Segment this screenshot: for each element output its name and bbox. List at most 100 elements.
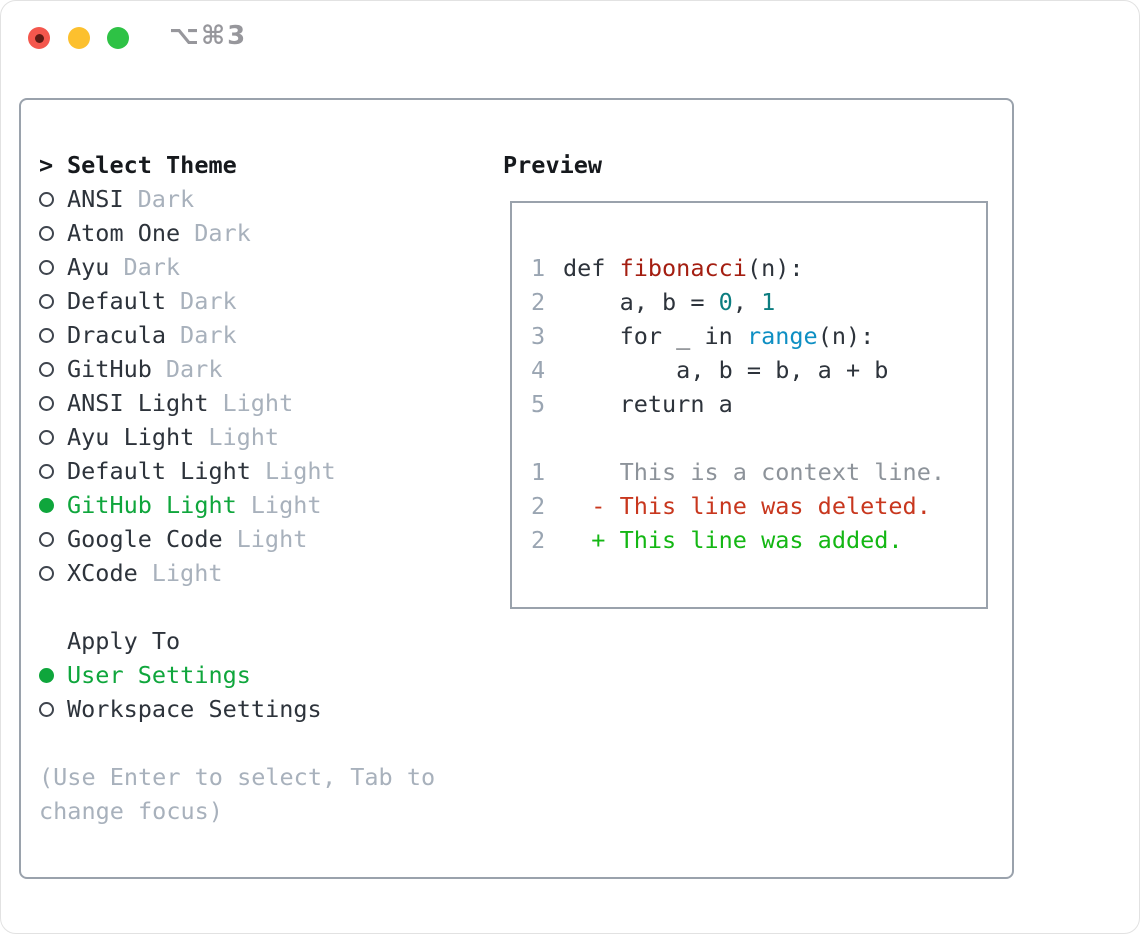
theme-name: GitHub	[67, 355, 152, 383]
theme-option-default-dark[interactable]: Default Dark	[39, 284, 484, 318]
code-token: (n):	[817, 322, 875, 350]
select-theme-header: > Select Theme	[39, 148, 484, 182]
theme-variant-badge: Light	[264, 457, 336, 485]
radio-icon	[39, 463, 54, 479]
theme-option-dracula-dark[interactable]: Dracula Dark	[39, 318, 484, 352]
theme-picker: > Select Theme ANSI Dark Atom One Dark A…	[39, 148, 484, 828]
theme-variant-badge: Light	[222, 389, 294, 417]
prompt-caret-icon: >	[39, 151, 54, 179]
code-line: 5 return a	[531, 387, 986, 421]
code-token: a, b =	[563, 288, 719, 316]
theme-variant-badge: Light	[151, 559, 223, 587]
hint-text: (Use Enter to select, Tab to change focu…	[39, 763, 436, 825]
radio-selected-icon	[39, 667, 54, 683]
theme-name: ANSI	[67, 185, 124, 213]
diff-added-line: 2 + This line was added.	[531, 523, 986, 557]
theme-variant-badge: Dark	[123, 253, 181, 281]
code-line: 2 a, b = 0 , 1	[531, 285, 986, 319]
radio-icon	[39, 701, 54, 717]
theme-name: Google Code	[67, 525, 223, 553]
theme-name: Atom One	[67, 219, 181, 247]
select-theme-title: Select Theme	[67, 151, 237, 179]
close-button[interactable]	[28, 27, 50, 49]
code-token: 1	[761, 288, 776, 316]
code-token: a, b = b, a + b	[563, 356, 889, 384]
theme-variant-badge: Light	[236, 525, 308, 553]
radio-icon	[39, 225, 54, 241]
apply-to-title: Apply To	[67, 627, 181, 655]
theme-variant-badge: Dark	[180, 287, 237, 315]
theme-variant-badge: Dark	[137, 185, 195, 213]
code-token: range	[746, 322, 818, 350]
theme-name: GitHub Light	[67, 491, 237, 519]
radio-icon	[39, 293, 54, 309]
theme-option-github-light[interactable]: GitHub Light Light	[39, 488, 484, 522]
theme-option-ansi-light[interactable]: ANSI Light Light	[39, 386, 484, 420]
theme-variant-badge: Dark	[194, 219, 251, 247]
diff-token: + This line was added.	[563, 526, 903, 554]
diff-context-line: 1 This is a context line.	[531, 455, 986, 489]
radio-icon	[39, 259, 54, 275]
theme-name: Ayu	[67, 253, 110, 281]
theme-variant-badge: Light	[250, 491, 322, 519]
line-number: 2	[531, 492, 546, 520]
theme-option-ayu-light[interactable]: Ayu Light Light	[39, 420, 484, 454]
line-number: 4	[531, 356, 546, 384]
window-shortcut-label: ⌥⌘3	[169, 21, 248, 51]
theme-option-default-light[interactable]: Default Light Light	[39, 454, 484, 488]
close-button-dot-icon	[34, 33, 44, 43]
diff-token: This is a context line.	[563, 458, 946, 486]
radio-icon	[39, 327, 54, 343]
theme-option-atom-one-dark[interactable]: Atom One Dark	[39, 216, 484, 250]
code-token: 0	[718, 288, 733, 316]
line-number: 5	[531, 390, 546, 418]
theme-variant-badge: Light	[208, 423, 280, 451]
apply-option-label: User Settings	[67, 661, 251, 689]
radio-icon	[39, 429, 54, 445]
code-line: 4 a, b = b, a + b	[531, 353, 986, 387]
code-token: def	[563, 254, 620, 282]
line-number: 2	[531, 288, 546, 316]
theme-name: XCode	[67, 559, 138, 587]
diff-token: - This line was deleted.	[563, 492, 931, 520]
apply-option-workspace-settings[interactable]: Workspace Settings	[39, 692, 484, 726]
apply-to-header: Apply To	[39, 624, 484, 658]
radio-icon	[39, 395, 54, 411]
code-token: ,	[732, 288, 762, 316]
theme-option-github-dark[interactable]: GitHub Dark	[39, 352, 484, 386]
theme-name: ANSI Light	[67, 389, 209, 417]
diff-deleted-line: 2 - This line was deleted.	[531, 489, 986, 523]
code-token: for _ in	[563, 322, 747, 350]
minimize-button[interactable]	[68, 27, 90, 49]
line-number: 3	[531, 322, 546, 350]
radio-icon	[39, 191, 54, 207]
code-token: (n):	[746, 254, 804, 282]
theme-name: Default Light	[67, 457, 251, 485]
line-number: 1	[531, 254, 546, 282]
theme-option-ayu-dark[interactable]: Ayu Dark	[39, 250, 484, 284]
theme-name: Dracula	[67, 321, 167, 349]
code-token: fibonacci	[619, 254, 747, 282]
radio-selected-icon	[39, 497, 54, 513]
theme-option-xcode[interactable]: XCode Light	[39, 556, 484, 590]
theme-picker-panel: > Select Theme ANSI Dark Atom One Dark A…	[19, 98, 1014, 879]
theme-option-google-code[interactable]: Google Code Light	[39, 522, 484, 556]
line-number: 2	[531, 526, 546, 554]
zoom-button[interactable]	[107, 27, 129, 49]
preview-code-box: 1 def fibonacci (n): 2 a, b = 0 , 1 3 fo…	[510, 201, 988, 609]
code-line: 3 for _ in range (n):	[531, 319, 986, 353]
preview-title: Preview	[503, 151, 603, 179]
theme-name: Ayu Light	[67, 423, 195, 451]
theme-variant-badge: Dark	[165, 355, 223, 383]
apply-option-user-settings[interactable]: User Settings	[39, 658, 484, 692]
code-line: 1 def fibonacci (n):	[531, 251, 986, 285]
line-number: 1	[531, 458, 546, 486]
radio-icon	[39, 361, 54, 377]
apply-option-label: Workspace Settings	[67, 695, 322, 723]
radio-icon	[39, 531, 54, 547]
theme-variant-badge: Dark	[180, 321, 237, 349]
theme-name: Default	[67, 287, 167, 315]
code-token: return a	[563, 390, 733, 418]
theme-option-ansi-dark[interactable]: ANSI Dark	[39, 182, 484, 216]
